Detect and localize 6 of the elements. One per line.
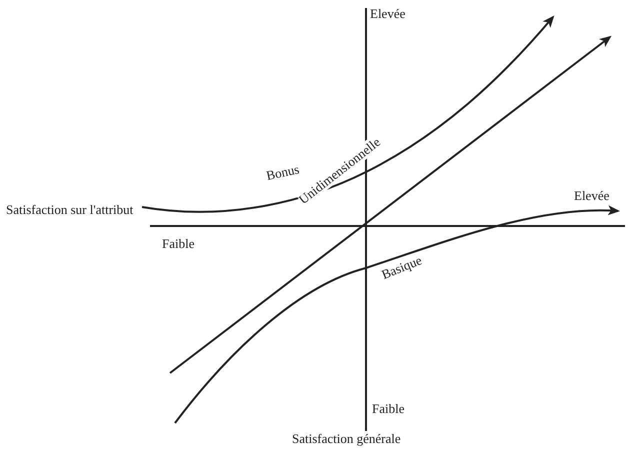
axis-label: Elevée xyxy=(574,188,610,203)
axis-label: Faible xyxy=(162,236,194,251)
axis-label: Elevée xyxy=(370,6,406,21)
axis-title: Satisfaction sur l'attribut xyxy=(6,202,134,217)
axis-label: Faible xyxy=(372,401,404,416)
axis-title: Satisfaction générale xyxy=(292,431,401,446)
